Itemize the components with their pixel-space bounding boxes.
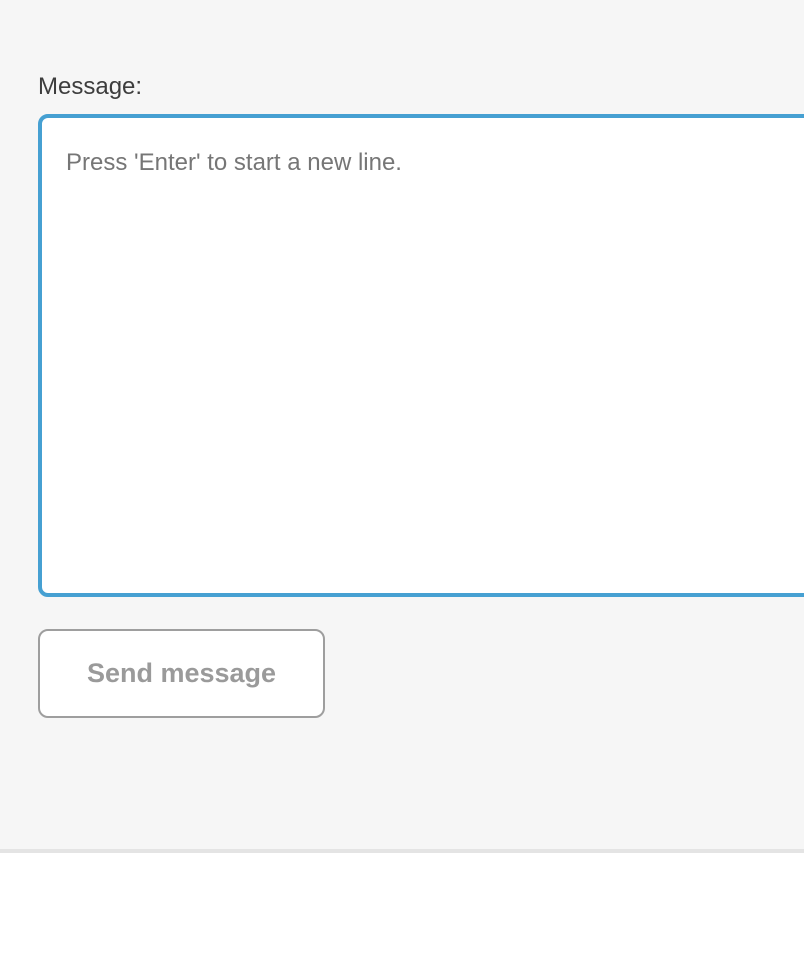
- form-section: Message: Send message: [38, 73, 804, 718]
- send-message-button[interactable]: Send message: [38, 629, 325, 718]
- message-textarea[interactable]: [38, 114, 804, 597]
- message-label: Message:: [38, 73, 143, 100]
- lower-blank-area: [0, 853, 804, 980]
- section-divider: [0, 849, 804, 853]
